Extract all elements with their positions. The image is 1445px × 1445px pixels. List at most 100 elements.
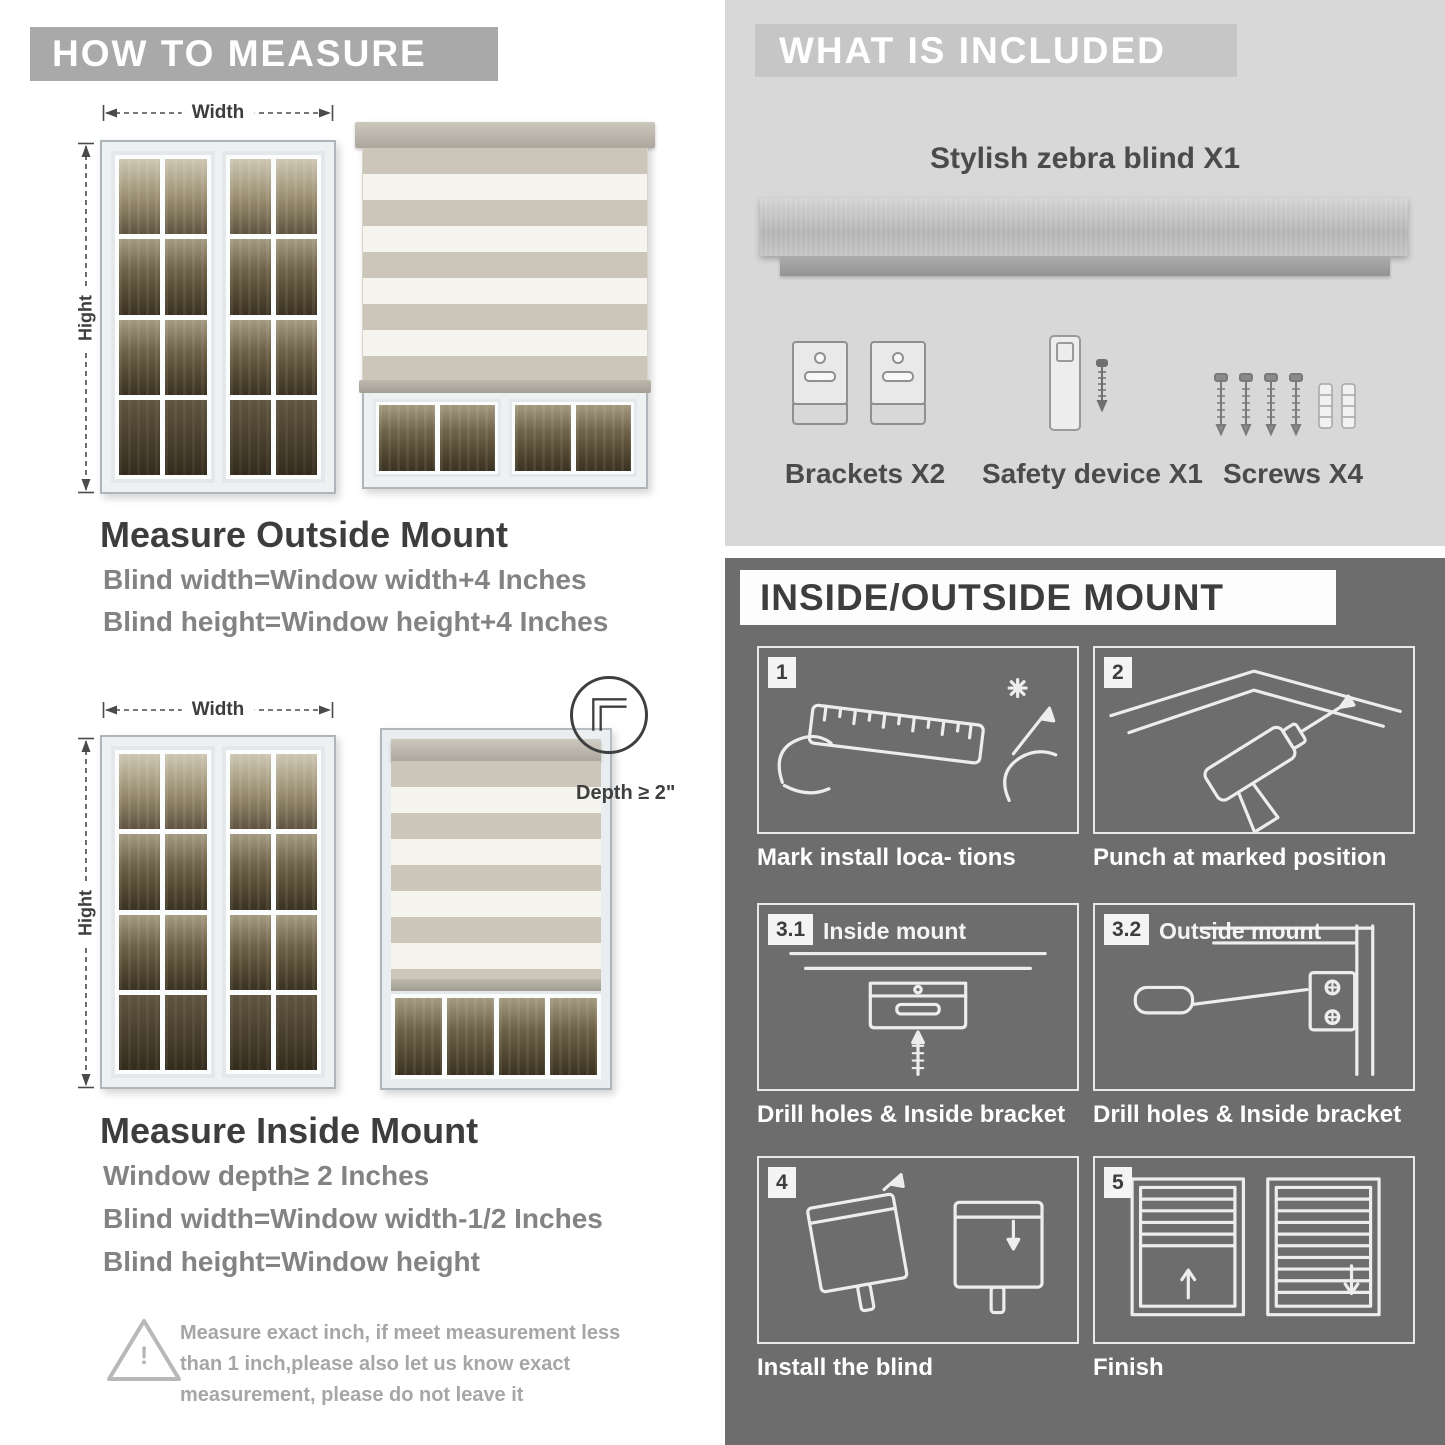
step-3-1-box: 3.1 Inside mount (757, 903, 1079, 1091)
window-pane (165, 754, 207, 830)
step-3-1: 3.1 Inside mount Drill (757, 903, 1079, 1129)
headrail-lip (780, 256, 1390, 276)
window-pane (165, 994, 207, 1070)
step-4-box: 4 (757, 1156, 1079, 1344)
step-3-2: 3.2 Outside mount (1093, 903, 1415, 1129)
mount-banner-label: INSIDE/OUTSIDE MOUNT (760, 577, 1225, 618)
step-4-art (806, 1173, 1044, 1315)
width-measurement-arrow: Width (102, 699, 334, 721)
blind-bottom-rail (391, 979, 601, 991)
window-pane (229, 239, 271, 315)
zebra-blind-outside-illustration (355, 122, 655, 489)
how-to-measure-banner-label: HOW TO MEASURE (52, 33, 427, 74)
screws-label: Screws X4 (1222, 458, 1364, 489)
step-number-badge: 2 (1104, 657, 1132, 688)
screws-icon (1214, 373, 1356, 437)
width-measurement-arrow: Width (102, 102, 334, 124)
window-pane (229, 754, 271, 830)
blind-fabric (362, 148, 648, 380)
window-bottom (362, 393, 648, 489)
window-pane (446, 998, 494, 1075)
step-5-art (1130, 1177, 1381, 1317)
bracket-icon (870, 341, 926, 425)
window-illustration (100, 735, 336, 1089)
window-pane (165, 239, 207, 315)
how-to-measure-banner: HOW TO MEASURE (30, 27, 498, 81)
bracket-icon (792, 341, 848, 425)
window-pane (275, 239, 317, 315)
window-pane (119, 914, 161, 990)
height-label: Hight (75, 882, 97, 944)
warning-triangle-icon (107, 1319, 181, 1381)
step-2-art (1109, 669, 1402, 832)
window-pane (550, 998, 597, 1075)
step-4-caption: Install the blind (757, 1354, 934, 1381)
window-pane (275, 159, 317, 235)
warning-icon: ! (104, 1314, 184, 1386)
window-pane (379, 405, 435, 471)
window-pane (515, 405, 571, 471)
window-sash (373, 399, 501, 477)
window-pane (229, 399, 271, 475)
what-is-included-banner: WHAT IS INCLUDED (755, 24, 1237, 77)
blind-cassette (391, 739, 601, 761)
window-sash (221, 746, 325, 1078)
safety-device-label: Safety device X1 (981, 458, 1204, 489)
window-pane (275, 319, 317, 395)
window-pane (275, 754, 317, 830)
depth-callout-circle (570, 676, 648, 754)
window-pane (498, 998, 546, 1075)
window-pane (165, 834, 207, 910)
window-pane (119, 834, 161, 910)
window-pane (119, 239, 161, 315)
step-number-badge: 4 (768, 1167, 796, 1198)
mount-banner: INSIDE/OUTSIDE MOUNT (740, 570, 1336, 625)
what-is-included-section: WHAT IS INCLUDED Stylish zebra blind X1 (725, 0, 1445, 546)
window-pane (165, 159, 207, 235)
window-pane (395, 998, 442, 1075)
window-bottom (391, 991, 601, 1079)
warning-exclamation: ! (139, 1342, 149, 1370)
step-2-box: 2 (1093, 646, 1415, 834)
mount-instructions-section: INSIDE/OUTSIDE MOUNT 1 (725, 558, 1445, 1445)
outside-mount-title: Measure Outside Mount (100, 514, 509, 555)
window-pane (275, 399, 317, 475)
step-5-box: 5 (1093, 1156, 1415, 1344)
step-number-badge: 5 (1104, 1167, 1132, 1198)
blind-bottom-rail (359, 380, 651, 393)
inside-rule-width: Blind width=Window width-1/2 Inches (103, 1203, 603, 1234)
inside-rule-height: Blind height=Window height (103, 1246, 480, 1277)
window-pane (229, 914, 271, 990)
window-pane (165, 319, 207, 395)
step-number-badge: 3.1 (768, 914, 814, 945)
window-pane (119, 754, 161, 830)
window-pane (575, 405, 631, 471)
height-measurement-arrow: Hight (75, 737, 97, 1089)
safety-device-icon (1049, 335, 1108, 431)
step-number-badge: 1 (768, 657, 796, 688)
window-pane (439, 405, 495, 471)
step-1: 1 (757, 646, 1079, 872)
outside-rule-height: Blind height=Window height+4 Inches (103, 606, 609, 637)
outside-mount-label: Outside mount (1159, 918, 1322, 944)
step-2: 2 Punch at marked po (1093, 646, 1415, 872)
step-5-caption: Finish (1093, 1354, 1164, 1381)
window-pane (119, 319, 161, 395)
window-pane (275, 914, 317, 990)
window-pane (229, 994, 271, 1070)
brackets-label: Brackets X2 (784, 458, 946, 489)
window-pane (165, 399, 207, 475)
step-2-caption: Punch at marked position (1093, 844, 1387, 871)
window-sash (111, 151, 215, 483)
window-pane (229, 319, 271, 395)
window-pane (165, 914, 207, 990)
window-pane (119, 159, 161, 235)
window-pane (119, 399, 161, 475)
step-1-box: 1 (757, 646, 1079, 834)
outside-rule-width: Blind width=Window width+4 Inches (103, 564, 587, 595)
corner-detail-icon (592, 698, 627, 731)
window-pane (119, 994, 161, 1070)
height-measurement-arrow: Hight (75, 142, 97, 494)
window-sash (221, 151, 325, 483)
inside-rule-depth: Window depth≥ 2 Inches (103, 1160, 430, 1191)
